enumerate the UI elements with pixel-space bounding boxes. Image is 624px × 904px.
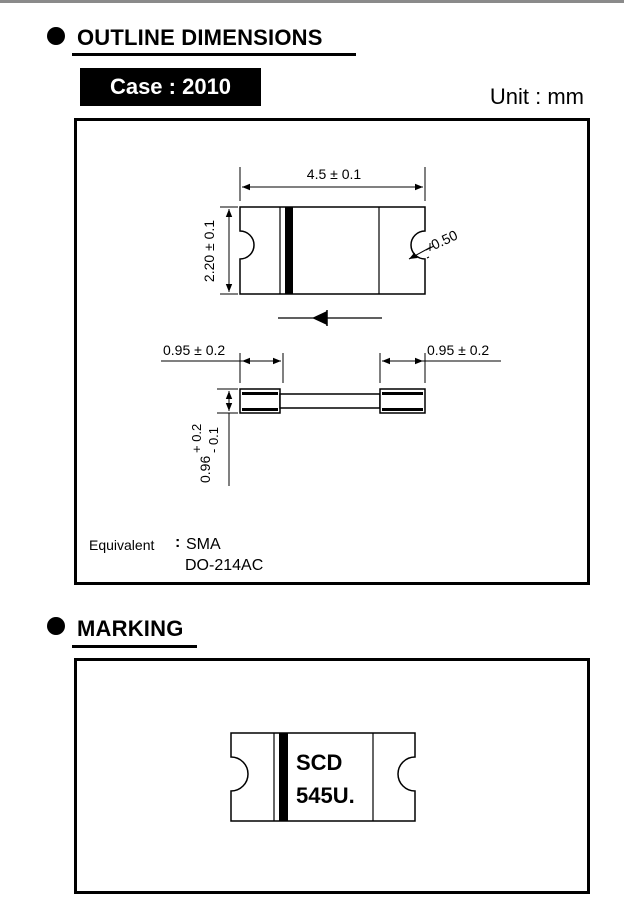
outline-heading: OUTLINE DIMENSIONS xyxy=(77,25,323,50)
terminal-right-label: 0.95 ± 0.2 xyxy=(427,342,489,358)
marking-panel: SCD 545U. xyxy=(74,658,590,894)
top-divider xyxy=(0,0,624,3)
polarity-arrow-icon xyxy=(278,310,382,326)
bullet-icon xyxy=(47,617,65,635)
thickness-label: 0.96 + 0.2 - 0.1 xyxy=(189,424,221,483)
thickness-dimension xyxy=(217,388,238,486)
equivalent-separator: : xyxy=(175,534,181,551)
thickness-minus: - 0.1 xyxy=(206,427,221,453)
marking-line-2: 545U. xyxy=(296,783,355,808)
marking-heading: MARKING xyxy=(77,616,184,641)
case-label: Case : 2010 xyxy=(80,68,261,106)
width-dimension xyxy=(220,206,238,295)
component-side-view xyxy=(239,388,426,414)
bullet-icon xyxy=(47,27,65,45)
outline-panel: 4.5 ± 0.1 2.20 ± 0.1 0.50 xyxy=(74,118,590,585)
equivalent-package-2: DO-214AC xyxy=(185,557,264,574)
notch-radius-leader xyxy=(408,243,435,260)
outline-drawing: 4.5 ± 0.1 2.20 ± 0.1 0.50 xyxy=(161,166,501,486)
terminal-left-dimension xyxy=(161,353,284,383)
length-dimension xyxy=(239,167,426,201)
component-marking-view xyxy=(230,732,416,822)
notch-radius-label: 0.50 xyxy=(429,227,461,253)
thickness-plus: + 0.2 xyxy=(189,424,204,453)
terminal-right-dimension xyxy=(379,353,501,383)
thickness-base: 0.96 xyxy=(197,456,213,483)
length-label: 4.5 ± 0.1 xyxy=(307,166,362,182)
outline-heading-underline xyxy=(72,53,356,56)
unit-label: Unit : mm xyxy=(489,84,584,109)
marking-heading-underline xyxy=(72,645,197,648)
equivalent-package-1: SMA xyxy=(186,536,221,553)
marking-line-1: SCD xyxy=(296,750,342,775)
terminal-left-label: 0.95 ± 0.2 xyxy=(163,342,225,358)
equivalent-label: Equivalent xyxy=(89,537,155,553)
component-top-view xyxy=(239,206,426,295)
marking-drawing: SCD 545U. xyxy=(230,732,416,822)
width-label: 2.20 ± 0.1 xyxy=(201,220,217,282)
